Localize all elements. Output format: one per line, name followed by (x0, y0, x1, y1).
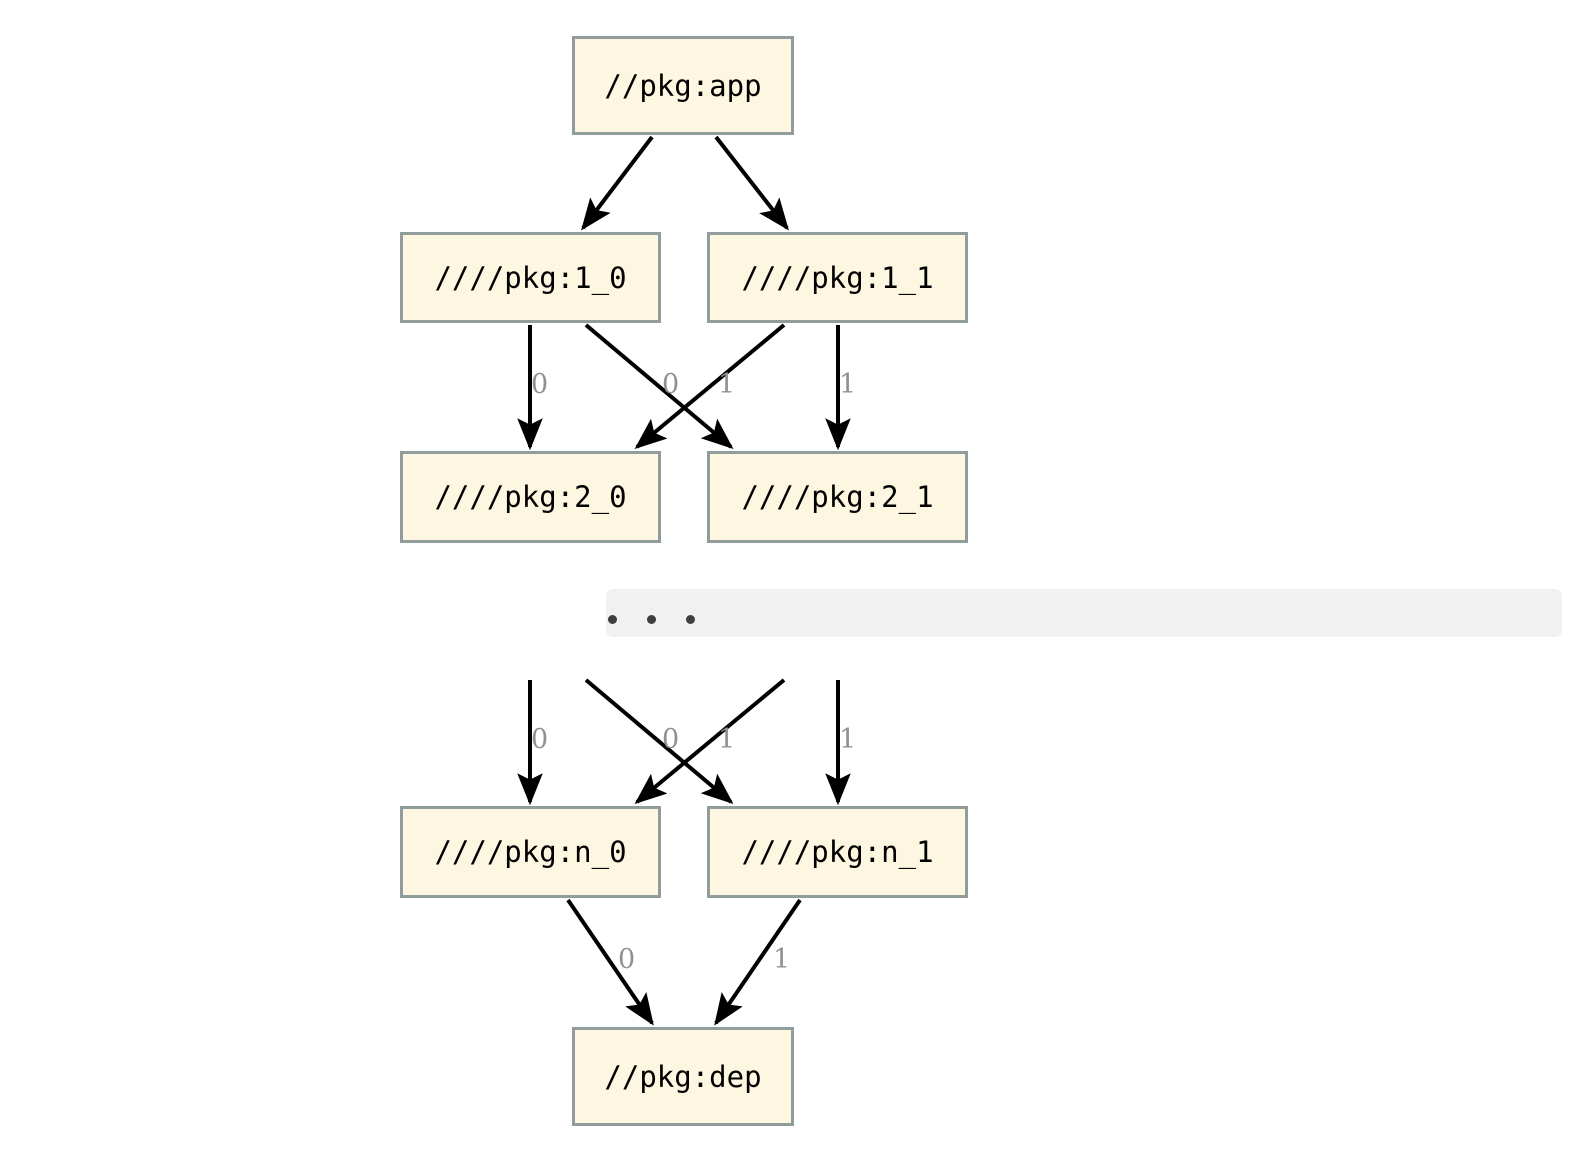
edge-label: 1 (839, 369, 857, 400)
ellipsis-dot (686, 615, 695, 624)
edge-label: 0 (531, 724, 549, 755)
node-l2_0[interactable]: ////pkg:2_0 (400, 451, 661, 543)
node-app[interactable]: //pkg:app (572, 36, 794, 135)
node-l2_1[interactable]: ////pkg:2_1 (707, 451, 968, 543)
edge-label: 0 (662, 369, 680, 400)
node-label: ////pkg:n_1 (741, 835, 934, 869)
node-label: ////pkg:2_1 (741, 480, 934, 514)
node-ln_1[interactable]: ////pkg:n_1 (707, 806, 968, 898)
node-label: //pkg:dep (604, 1059, 762, 1094)
edge-omitted-right-to-ln_0 (634, 678, 786, 805)
node-ln_0[interactable]: ////pkg:n_0 (400, 806, 661, 898)
ellipsis-separator-band (606, 589, 1562, 637)
ellipsis-dot (608, 615, 617, 624)
edge-ln_1-to-dep (714, 898, 802, 1026)
node-label: ////pkg:1_0 (434, 260, 627, 295)
edge-app-to-l1_0 (581, 135, 654, 231)
edge-label: 1 (773, 944, 791, 975)
ellipsis-dots (608, 615, 695, 624)
edge-l1_0-to-l2_1 (584, 323, 734, 450)
edges-group (517, 135, 851, 1026)
node-dep[interactable]: //pkg:dep (572, 1027, 794, 1126)
edge-app-to-l1_1 (714, 135, 789, 231)
node-label: ////pkg:1_1 (741, 260, 934, 295)
node-l1_0[interactable]: ////pkg:1_0 (400, 232, 661, 323)
edge-label: 1 (718, 724, 736, 755)
edge-ln_0-to-dep (566, 898, 654, 1026)
node-label: //pkg:app (604, 68, 762, 103)
node-label: ////pkg:2_0 (434, 480, 627, 514)
ellipsis-dot (647, 615, 656, 624)
edge-label: 0 (618, 944, 636, 975)
node-label: ////pkg:n_0 (434, 835, 627, 869)
edge-label: 1 (718, 369, 736, 400)
edge-label: 0 (662, 724, 680, 755)
edge-label: 0 (531, 369, 549, 400)
node-l1_1[interactable]: ////pkg:1_1 (707, 232, 968, 323)
edge-l1_1-to-l2_0 (634, 323, 786, 450)
edge-label: 1 (839, 724, 857, 755)
edge-omitted-left-to-ln_1 (584, 678, 734, 805)
